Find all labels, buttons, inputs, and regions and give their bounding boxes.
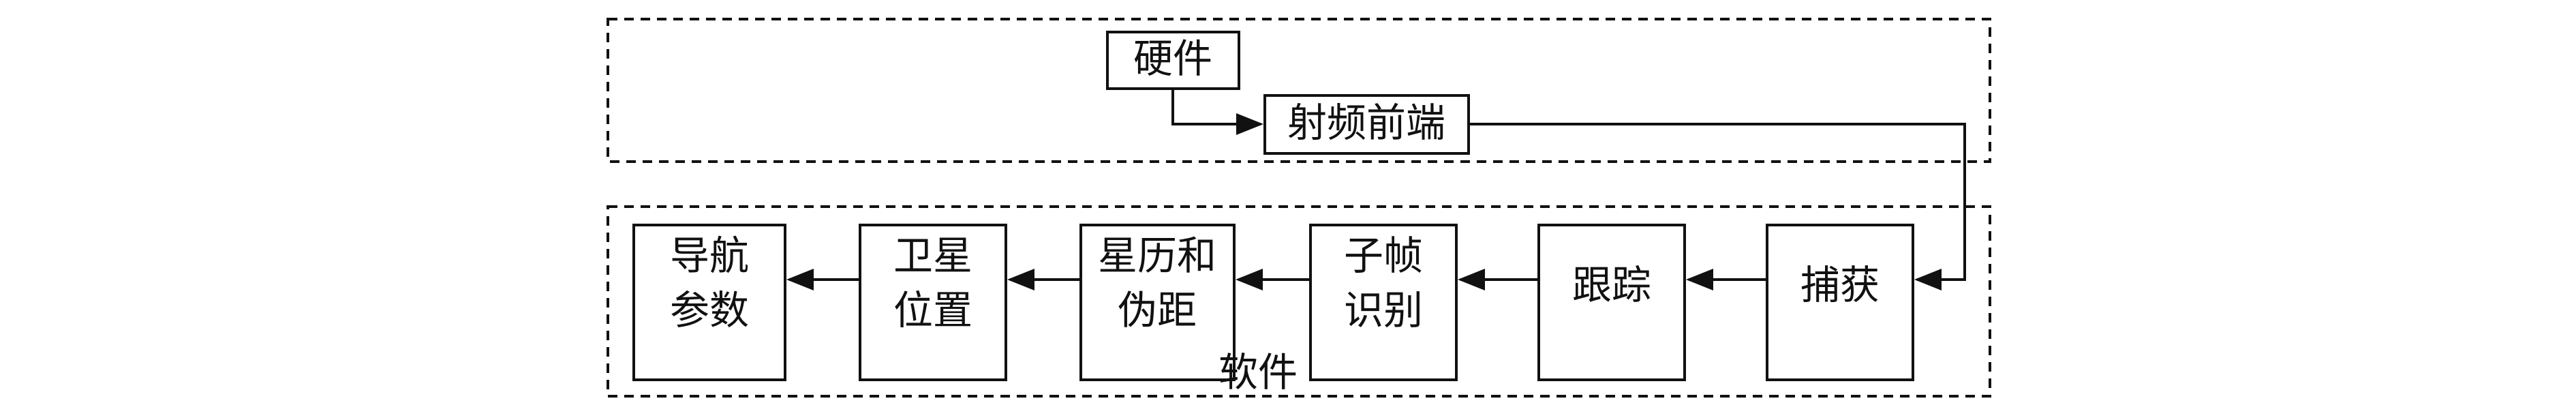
navigation-params-node [632, 224, 786, 381]
acquisition-node [1766, 224, 1914, 381]
rf-frontend-label: 射频前端 [1287, 100, 1445, 146]
navigation-params-line-1: 导航 [670, 233, 749, 279]
satellite-position-node [859, 224, 1007, 381]
subframe-id-node [1309, 224, 1458, 381]
hardware-label-box [1106, 31, 1240, 90]
subframe-id-line-1: 子帧 [1344, 233, 1423, 279]
satellite-position-line-2: 位置 [893, 287, 972, 333]
subframe-id-line-2: 识别 [1344, 287, 1423, 333]
edge-hardware-to-rf [1171, 89, 1263, 135]
tracking-node [1537, 224, 1686, 381]
ephemeris-pseudorange-node [1079, 224, 1236, 381]
hardware-group [607, 18, 1991, 163]
satellite-position-line-1: 卫星 [893, 233, 972, 279]
hardware-label: 硬件 [1133, 35, 1212, 82]
acquisition-label: 捕获 [1800, 262, 1880, 308]
edge-rf-to-acquisition [1469, 123, 1966, 290]
ephemeris-pseudorange-line-2: 伪距 [1118, 287, 1197, 333]
ephemeris-pseudorange-line-1: 星历和 [1098, 233, 1216, 279]
tracking-label: 跟踪 [1572, 262, 1651, 308]
software-group [607, 205, 1991, 398]
navigation-params-line-2: 参数 [670, 287, 749, 333]
software-label: 软件 [1218, 349, 1298, 395]
